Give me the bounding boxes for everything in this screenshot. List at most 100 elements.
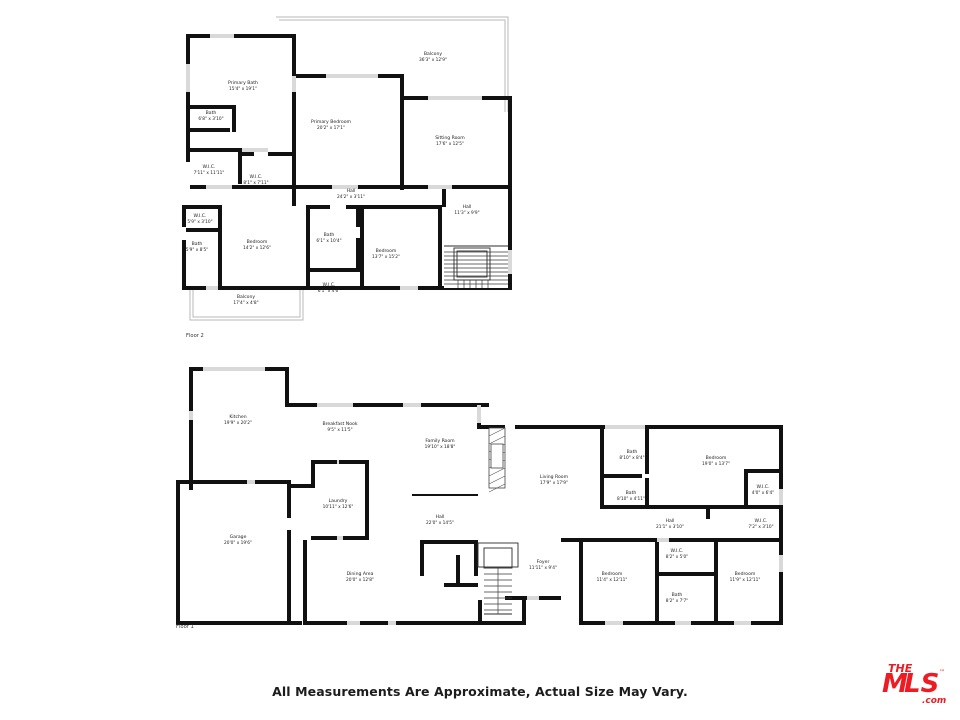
room-label: W.I.C.8'2" x 5'0" xyxy=(666,548,689,560)
room-name: Bedroom xyxy=(706,455,727,461)
room-dimensions: 7'2" x 3'10" xyxy=(748,524,773,530)
room-label: W.I.C.8'1" x 7'11" xyxy=(243,174,268,186)
logo-tm-text: ™ xyxy=(939,669,945,676)
room-name: Bedroom xyxy=(247,239,268,245)
room-dimensions: 8'2" x 5'0" xyxy=(666,554,689,560)
room-dimensions: 17'6" x 12'5" xyxy=(436,141,464,147)
room-label: W.I.C.7'11" x 11'11" xyxy=(194,164,225,176)
room-name: Living Room xyxy=(540,474,569,480)
room-name: W.I.C. xyxy=(323,282,336,288)
floor1-fireplace xyxy=(488,427,506,493)
room-name: W.I.C. xyxy=(250,174,263,180)
room-dimensions: 6'8" x 3'10" xyxy=(198,116,223,122)
room-name: Primary Bath xyxy=(228,80,258,86)
room-dimensions: 5'9" x 8'5" xyxy=(186,247,209,253)
room-dimensions: 11'3" x 9'9" xyxy=(454,210,479,216)
room-dimensions: 11'11" x 9'4" xyxy=(529,565,557,571)
room-name: Family Room xyxy=(425,438,455,444)
room-name: Primary Bedroom xyxy=(311,119,352,125)
room-name: Sitting Room xyxy=(435,135,465,141)
room-name: Balcony xyxy=(424,51,442,57)
room-name: Bath xyxy=(672,592,683,598)
room-dimensions: 4'0" x 6'4" xyxy=(752,490,775,496)
room-name: Garage xyxy=(230,534,247,540)
floor1-label: Floor 1 xyxy=(176,624,194,630)
room-dimensions: 20'2" x 17'1" xyxy=(317,125,345,131)
room-dimensions: 11'9" x 12'11" xyxy=(730,577,761,583)
room-name: W.I.C. xyxy=(203,164,216,170)
room-dimensions: 5'9" x 3'10" xyxy=(187,219,212,225)
room-dimensions: 19'0" x 13'7" xyxy=(702,461,730,467)
floor1-walls xyxy=(176,367,783,625)
floor2-staircase xyxy=(444,245,508,288)
room-name: Kitchen xyxy=(229,414,246,420)
room-name: Bath xyxy=(192,241,203,247)
mls-logo[interactable]: THE M LS ™ .com xyxy=(876,658,948,706)
floor1-staircase xyxy=(477,542,519,615)
floor2-lower-balcony-outline xyxy=(189,287,304,321)
room-name: Hall xyxy=(347,188,356,194)
room-dimensions: 7'11" x 11'11" xyxy=(194,170,225,176)
room-name: W.I.C. xyxy=(671,548,684,554)
room-dimensions: 9'5" x 11'5" xyxy=(327,427,352,433)
room-name: W.I.C. xyxy=(194,213,207,219)
room-name: Bath xyxy=(627,449,638,455)
logo-com-text: .com xyxy=(922,696,946,706)
room-dimensions: 20'0" x 12'8" xyxy=(346,577,374,583)
room-dimensions: 10'11" x 12'6" xyxy=(323,504,354,510)
room-name: Balcony xyxy=(237,294,255,300)
floor2-openings xyxy=(186,34,512,290)
room-dimensions: 17'4" x 4'8" xyxy=(233,300,258,306)
room-dimensions: 20'0" x 19'6" xyxy=(224,540,252,546)
room-name: Bath xyxy=(206,110,217,116)
room-name: W.I.C. xyxy=(755,518,768,524)
room-dimensions: 14'2" x 12'6" xyxy=(243,245,271,251)
floor2-balcony-outline xyxy=(276,16,509,112)
floor2-label: Floor 2 xyxy=(186,333,204,339)
room-dimensions: 36'3" x 12'9" xyxy=(419,57,447,63)
mls-logo-mark: THE M LS ™ .com xyxy=(882,662,946,706)
room-dimensions: 17'9" x 17'9" xyxy=(540,480,568,486)
room-name: W.I.C. xyxy=(757,484,770,490)
room-name: Foyer xyxy=(537,559,550,565)
logo-m-text: M xyxy=(882,669,908,699)
room-name: Bedroom xyxy=(376,248,397,254)
floor1-openings xyxy=(189,367,783,625)
room-dimensions: 6'1" x 10'4" xyxy=(316,238,341,244)
disclaimer-text: All Measurements Are Approximate, Actual… xyxy=(272,684,688,699)
room-name: Hall xyxy=(666,518,675,524)
room-label: W.I.C.5'9" x 3'10" xyxy=(187,213,212,225)
room-label: W.I.C.7'2" x 3'10" xyxy=(748,518,773,530)
room-dimensions: 8'1" x 7'11" xyxy=(243,180,268,186)
room-label: W.I.C.4'0" x 6'4" xyxy=(752,484,775,496)
room-name: Laundry xyxy=(329,498,348,504)
